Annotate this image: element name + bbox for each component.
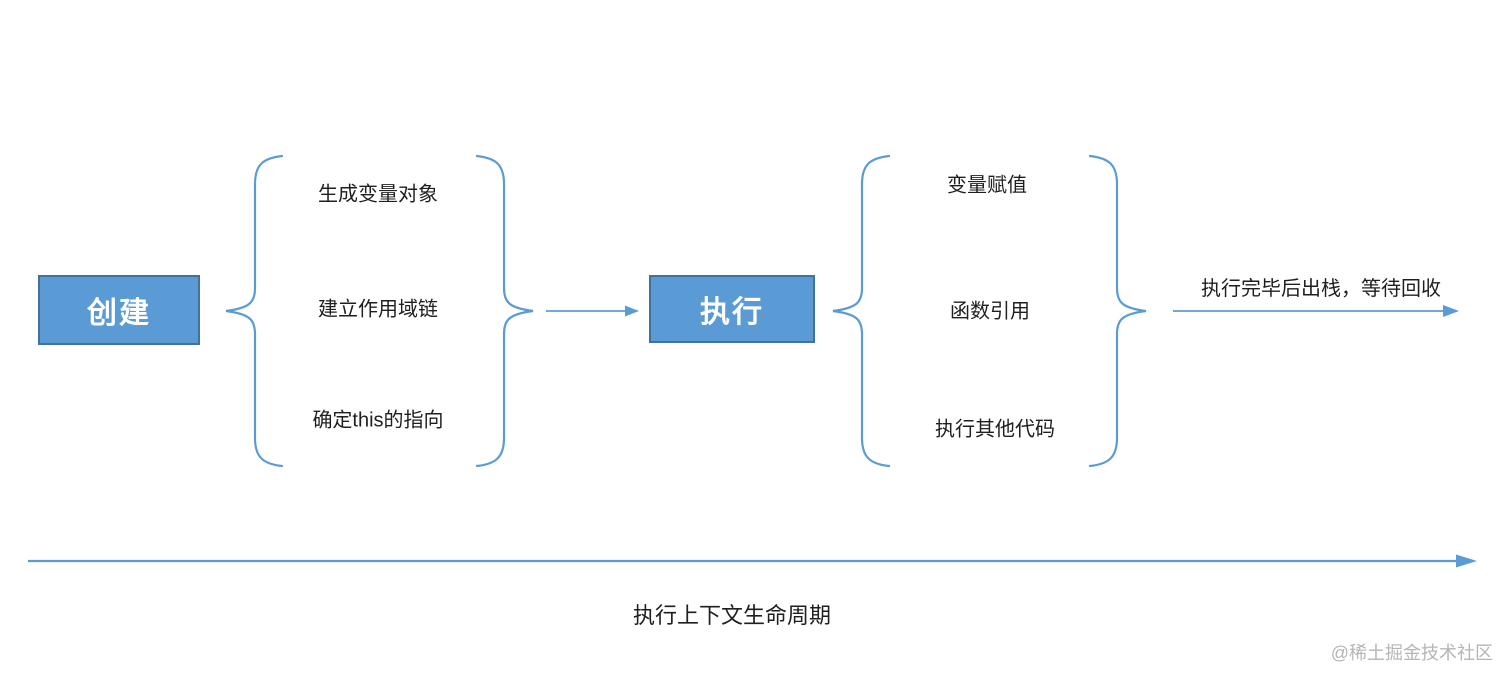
arrow-to-execute-icon (546, 305, 639, 317)
execute-stage-box: 执行 (649, 275, 815, 343)
right-brace-icon (475, 154, 534, 468)
create-stage-box: 创建 (38, 275, 200, 345)
timeline-label: 执行上下文生命周期 (632, 603, 831, 628)
left-brace-icon (832, 154, 891, 468)
lifecycle-step-create-2: 建立作用域链 (318, 298, 438, 321)
watermark: @稀土掘金技术社区 (1330, 643, 1493, 663)
create-stage-label: 创建 (87, 297, 151, 330)
exit-stack-label: 执行完毕后出栈，等待回收 (1201, 278, 1441, 300)
lifecycle-step-execute-2: 函数引用 (950, 300, 1030, 323)
lifecycle-step-create-1: 生成变量对象 (318, 183, 438, 206)
right-brace-icon (1088, 154, 1147, 468)
execute-stage-label: 执行 (700, 296, 764, 329)
exit-arrow-icon (1173, 305, 1459, 317)
lifecycle-step-create-3: 确定this的指向 (312, 409, 444, 432)
lifecycle-step-execute-3: 执行其他代码 (935, 418, 1055, 441)
left-brace-icon (225, 154, 284, 468)
lifecycle-step-execute-1: 变量赋值 (947, 174, 1027, 197)
timeline-arrow-icon (28, 554, 1477, 568)
